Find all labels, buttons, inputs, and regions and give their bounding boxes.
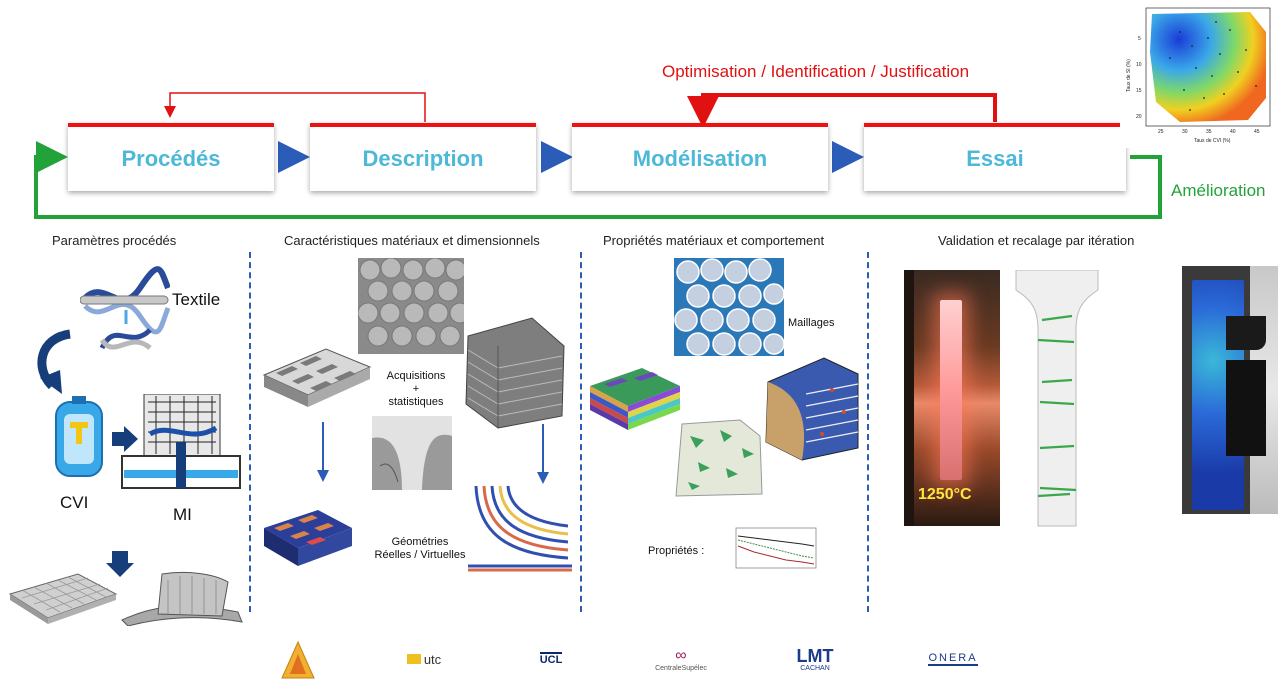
stage-description: Description xyxy=(310,123,536,191)
utc-text: utc xyxy=(423,651,442,667)
heatmap-ylabel: Taux de SI (%) xyxy=(1126,59,1132,92)
heatmap-xtick: 40 xyxy=(1230,129,1236,135)
micrograph-fibers xyxy=(358,258,464,354)
heatmap-plot: 25 30 35 40 45 5 10 15 20 Taux de CVI (%… xyxy=(1126,7,1271,144)
column-title-procedes: Paramètres procédés xyxy=(52,233,177,248)
turbine-part-illustration xyxy=(121,571,243,626)
column-title-validation: Validation et recalage par itération xyxy=(938,233,1135,248)
centrale-text: CentraleSupélec xyxy=(655,664,707,672)
mesh-fibers-micrograph xyxy=(674,258,784,356)
flow-connectors xyxy=(34,92,1162,219)
heatmap-ytick: 15 xyxy=(1136,88,1142,94)
utc-mark xyxy=(406,654,421,664)
process-arrow-curved xyxy=(37,329,71,394)
specimen-glow xyxy=(940,300,962,480)
acquisitions-plus: + xyxy=(412,383,420,395)
process-arrow-down xyxy=(106,551,134,577)
partner-logo-centralesupelec: ∞ CentraleSupélec xyxy=(646,641,716,677)
heatmap-inset: 25 30 35 40 45 5 10 15 20 Taux de CVI (%… xyxy=(1120,2,1282,148)
temperature-label: 1250°C xyxy=(918,486,972,503)
loop-description-procedes xyxy=(164,92,426,122)
separator-3 xyxy=(867,252,869,612)
loop-essai-modelisation xyxy=(687,93,997,128)
composite-plate-illustration xyxy=(8,573,118,624)
stage-modelisation: Modélisation xyxy=(572,123,828,191)
feedback-label: Optimisation / Identification / Justific… xyxy=(662,62,970,81)
mesh-damage-volume xyxy=(765,357,859,461)
stage-procedes: Procédés xyxy=(68,123,274,191)
heatmap-xtick: 25 xyxy=(1158,129,1164,135)
mesh-woven-stack xyxy=(590,368,680,430)
acquisitions-label: Acquisitions + statistiques xyxy=(378,370,454,409)
dic-strain-field xyxy=(1182,266,1278,514)
properties-curve-chart xyxy=(735,527,817,569)
partner-logo-triangle xyxy=(281,640,315,679)
furnace-test-photo: 1250°C xyxy=(904,270,1000,526)
heatmap-ytick: 5 xyxy=(1138,36,1141,42)
blue-down-arrow-right xyxy=(537,424,549,484)
cachan-text: CACHAN xyxy=(800,664,830,672)
centrale-mark: ∞ xyxy=(675,646,687,664)
partner-logo-utc: utc xyxy=(394,641,454,677)
proprietes-label: Propriétés : xyxy=(648,545,705,557)
stage-essai: Essai xyxy=(864,123,1126,191)
column-title-caracteristiques: Caractéristiques matériaux et dimensionn… xyxy=(284,233,540,248)
heatmap-xtick: 45 xyxy=(1254,129,1260,135)
specimen-crack-map xyxy=(1015,270,1099,527)
woven-ct-block xyxy=(262,348,372,407)
heatmap-xlabel: Taux de CVI (%) xyxy=(1194,138,1231,144)
textile-weave-illustration xyxy=(80,266,170,351)
separator-1 xyxy=(249,252,251,612)
cvi-label: CVI xyxy=(60,493,89,512)
column-title-proprietes: Propriétés matériaux et comportement xyxy=(603,233,825,248)
ucl-text: UCL xyxy=(539,652,563,666)
dic-shoulder-bottom xyxy=(1226,360,1266,456)
ct-stack-volume xyxy=(465,317,565,429)
ct-slice-section xyxy=(372,416,452,490)
dic-shoulder-top xyxy=(1226,316,1266,350)
heatmap-ytick: 20 xyxy=(1136,114,1142,120)
partner-logo-ucl: UCL xyxy=(526,641,576,677)
partner-logo-lmt-cachan: LMT CACHAN xyxy=(790,641,840,677)
geometries-text: Géométries xyxy=(391,536,449,548)
geometries-label: Géométries Réelles / Virtuelles xyxy=(372,536,468,562)
maillages-label: Maillages xyxy=(788,317,835,329)
mi-label: MI xyxy=(173,505,192,524)
loop-amelioration xyxy=(34,141,1162,219)
blue-down-arrow-left xyxy=(317,422,329,482)
damaged-part-illustration xyxy=(675,419,763,497)
lmt-mark: LMT xyxy=(796,645,834,666)
furnace-wall-left xyxy=(904,270,914,526)
textile-label: Textile xyxy=(172,290,221,309)
heatmap-xtick: 30 xyxy=(1182,129,1188,135)
heatmap-ytick: 10 xyxy=(1136,62,1142,68)
process-arrow-right xyxy=(112,426,138,452)
cvi-reactor-illustration xyxy=(55,396,103,477)
acquisitions-text: Acquisitions xyxy=(386,370,446,382)
heatmap-xtick: 35 xyxy=(1206,129,1212,135)
improvement-label: Amélioration xyxy=(1171,181,1266,200)
virtual-fiber-geometry xyxy=(468,484,572,572)
onera-text: ONERA xyxy=(928,652,978,666)
separator-2 xyxy=(580,252,582,612)
statistiques-text: statistiques xyxy=(388,396,444,408)
virtual-woven-geometry xyxy=(264,510,352,566)
partner-logo-onera: ONERA xyxy=(910,641,996,677)
reelles-virtuelles-text: Réelles / Virtuelles xyxy=(374,549,466,561)
mi-infiltration-illustration xyxy=(121,394,241,489)
